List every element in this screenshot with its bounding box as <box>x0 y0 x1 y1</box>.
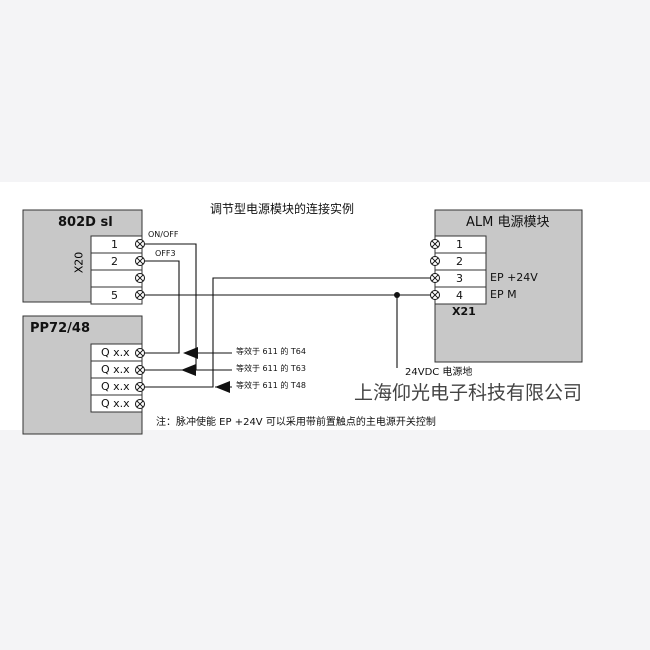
output-q3-label: Q x.x <box>101 380 130 393</box>
equivalent-t64: 等效于 611 的 T64 <box>236 347 306 356</box>
signal-on-off: ON/OFF <box>148 230 179 239</box>
screw-terminal-icon <box>135 290 145 300</box>
alm-terminal-1-label: 1 <box>456 238 463 251</box>
screw-terminal-icon <box>135 239 145 249</box>
terminal-cell <box>90 269 143 288</box>
alm-terminal-4-label: 4 <box>456 289 463 302</box>
arrow-t48 <box>215 381 230 393</box>
alm-module-name: ALM 电源模块 <box>466 215 550 230</box>
terminal-5-label: 5 <box>111 289 118 302</box>
wire-on-off <box>145 243 197 371</box>
alm-terminal-2-label: 2 <box>456 255 463 268</box>
screw-terminal-icon <box>135 399 145 409</box>
screw-terminals <box>135 239 440 409</box>
arrow-t64 <box>183 347 198 359</box>
alm-terminal-3-label: 3 <box>456 272 463 285</box>
output-q4-label: Q x.x <box>101 397 130 410</box>
wire-ep24v <box>145 277 431 388</box>
connector-x20: X20 <box>72 251 86 274</box>
ground-label: 24VDC 电源地 <box>405 367 473 378</box>
footnote: 注：脉冲使能 EP +24V 可以采用带前置触点的主电源开关控制 <box>156 417 436 428</box>
signal-ep-24v: EP +24V <box>490 271 538 284</box>
signal-off3: OFF3 <box>155 249 176 258</box>
screw-terminal-icon <box>430 273 440 283</box>
connector-x21: X21 <box>452 305 476 318</box>
terminal-2-label: 2 <box>111 255 118 268</box>
diagram-title: 调节型电源模块的连接实例 <box>210 202 355 216</box>
screw-terminal-icon <box>135 273 145 283</box>
wire-off3 <box>145 260 180 354</box>
signal-ep-m: EP M <box>490 288 517 301</box>
terminal-1-label: 1 <box>111 238 118 251</box>
equivalent-t48: 等效于 611 的 T48 <box>236 381 306 390</box>
802d-module-name: 802D sl <box>58 215 113 230</box>
output-q1-label: Q x.x <box>101 346 130 359</box>
company-watermark: 上海仰光电子科技有限公司 <box>354 382 583 404</box>
wires <box>145 243 431 388</box>
pp72-module-name: PP72/48 <box>30 321 90 336</box>
arrow-t63 <box>181 364 196 376</box>
junction-dot <box>394 292 400 298</box>
screw-terminal-icon <box>430 256 440 266</box>
equivalent-t63: 等效于 611 的 T63 <box>236 364 306 373</box>
screw-terminal-icon <box>135 348 145 358</box>
screw-terminal-icon <box>135 382 145 392</box>
screw-terminal-icon <box>135 365 145 375</box>
screw-terminal-icon <box>430 239 440 249</box>
output-q2-label: Q x.x <box>101 363 130 376</box>
screw-terminal-icon <box>430 290 440 300</box>
screw-terminal-icon <box>135 256 145 266</box>
